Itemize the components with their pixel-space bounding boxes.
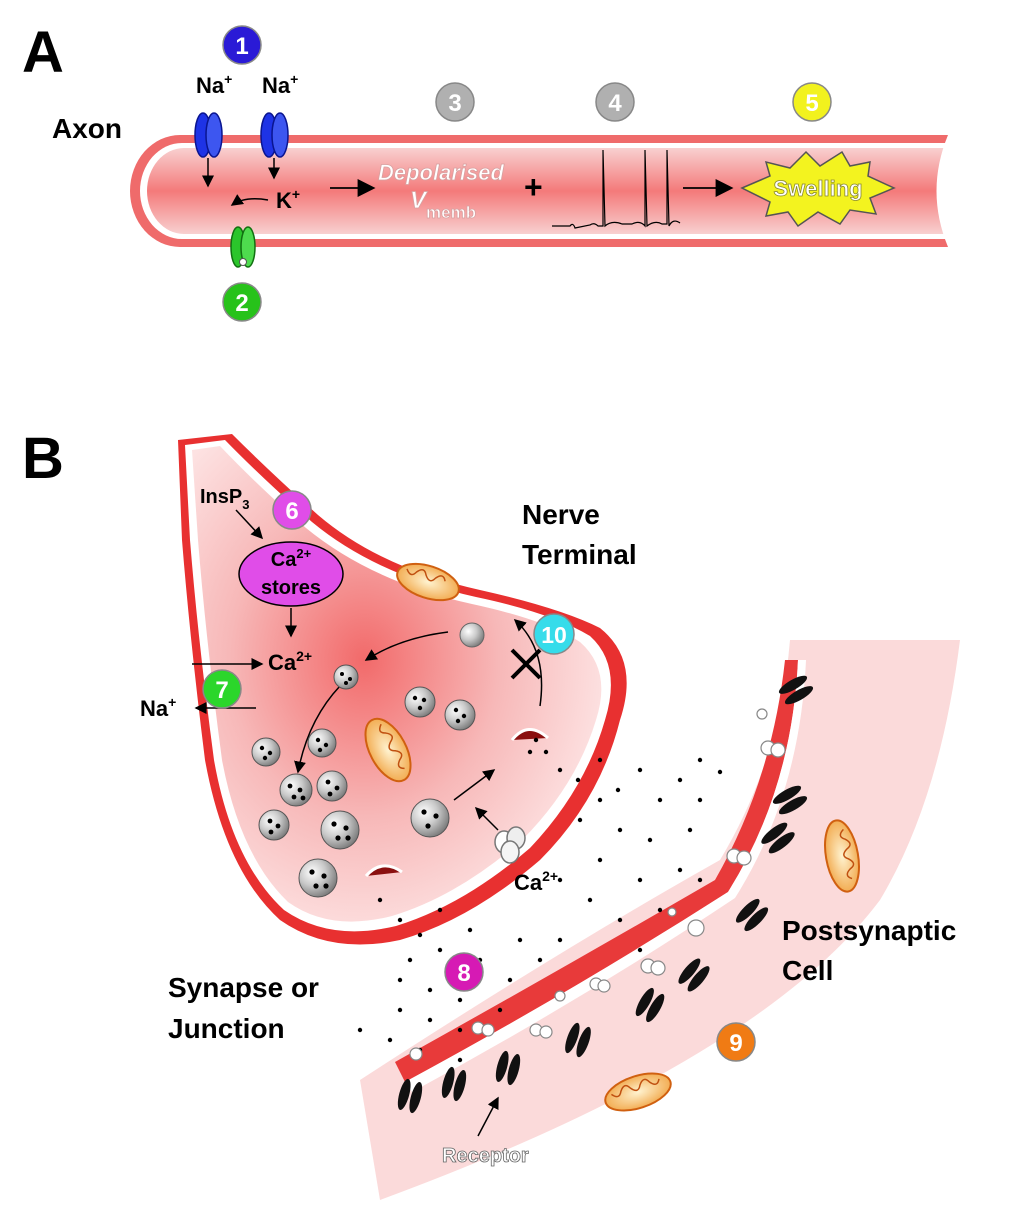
badge-7: 7 xyxy=(202,669,242,709)
mitochondrion-2 xyxy=(364,717,412,783)
receptors xyxy=(397,675,814,1114)
badge-1: 1 xyxy=(222,25,262,65)
svg-text:9: 9 xyxy=(729,1030,742,1057)
action-potential-trace xyxy=(552,149,681,229)
ca-channel xyxy=(494,826,526,864)
vesicle-transmitter-dots xyxy=(259,672,467,889)
svg-text:10: 10 xyxy=(541,622,567,648)
badge-10: 10 xyxy=(533,613,575,655)
empty-vesicle xyxy=(459,622,485,648)
k-channel xyxy=(230,226,256,268)
plus-sign: + xyxy=(524,169,543,205)
swelling-text: Swelling xyxy=(773,176,862,201)
na-channel-1 xyxy=(194,112,223,158)
svg-text:Ca2+: Ca2+ xyxy=(271,546,312,571)
svg-text:2: 2 xyxy=(235,290,248,317)
svg-text:7: 7 xyxy=(215,677,228,704)
badge-5: 5 xyxy=(792,82,832,122)
mitochondrion-3 xyxy=(824,819,860,893)
synapse-label: Synapse or xyxy=(168,972,319,1003)
insp3-label: InsP3 xyxy=(200,486,249,512)
na-label-b: Na+ xyxy=(140,694,176,721)
svg-text:6: 6 xyxy=(285,498,298,525)
mitochondrion-4 xyxy=(604,1072,672,1112)
svg-text:3: 3 xyxy=(448,90,461,117)
badge-2: 2 xyxy=(222,282,262,322)
postsynaptic-cell xyxy=(360,640,960,1200)
na-label-1: Na+ xyxy=(196,71,232,98)
vesicle-dock-arrow xyxy=(453,769,496,801)
postsynaptic-label: Postsynaptic xyxy=(782,915,956,946)
swelling-burst xyxy=(740,150,896,228)
mitochondrion-1 xyxy=(396,562,460,602)
transmitter-dots xyxy=(357,737,723,1063)
svg-text:stores: stores xyxy=(261,577,321,599)
na-label-2: Na+ xyxy=(262,71,298,98)
junction-label: Junction xyxy=(168,1013,285,1044)
recycle-arrow-left xyxy=(364,631,449,661)
k-arrow xyxy=(230,194,269,206)
badge-6: 6 xyxy=(272,490,312,530)
cell-label: Cell xyxy=(782,955,833,986)
nerve-terminal-label-2: Terminal xyxy=(522,539,637,570)
badge-9: 9 xyxy=(716,1022,756,1062)
na-channel-2 xyxy=(260,112,289,158)
axon-tube xyxy=(130,135,948,247)
svg-text:4: 4 xyxy=(608,90,622,117)
axon-label: Axon xyxy=(52,113,122,144)
vesicle-fill-arrow xyxy=(294,685,341,774)
badge-8: 8 xyxy=(444,952,484,992)
svg-text:5: 5 xyxy=(805,90,818,117)
block-x xyxy=(510,648,542,680)
recycle-arrow-up xyxy=(513,618,543,707)
receptor-label: Receptor xyxy=(442,1145,529,1167)
v-memb-text: Vmemb xyxy=(410,187,476,222)
depolarised-text: Depolarised xyxy=(378,160,504,185)
receptor-arrow xyxy=(477,1096,499,1137)
ca-channel-label: Ca2+ xyxy=(514,868,558,895)
svg-text:1: 1 xyxy=(235,33,248,60)
nerve-terminal-label: Nerve xyxy=(522,499,600,530)
ca-label: Ca2+ xyxy=(268,648,312,675)
ca-channel-arrow xyxy=(474,806,499,831)
insp3-arrow xyxy=(235,509,264,540)
svg-text:8: 8 xyxy=(457,960,470,987)
k-label: K+ xyxy=(276,186,300,213)
panel-b-letter: B xyxy=(22,426,64,491)
ca-stores: Ca2+ stores xyxy=(238,541,344,607)
badge-4: 4 xyxy=(595,82,635,122)
postsynaptic-channels xyxy=(409,708,786,1061)
panel-a-letter: A xyxy=(22,20,64,85)
badge-3: 3 xyxy=(435,82,475,122)
